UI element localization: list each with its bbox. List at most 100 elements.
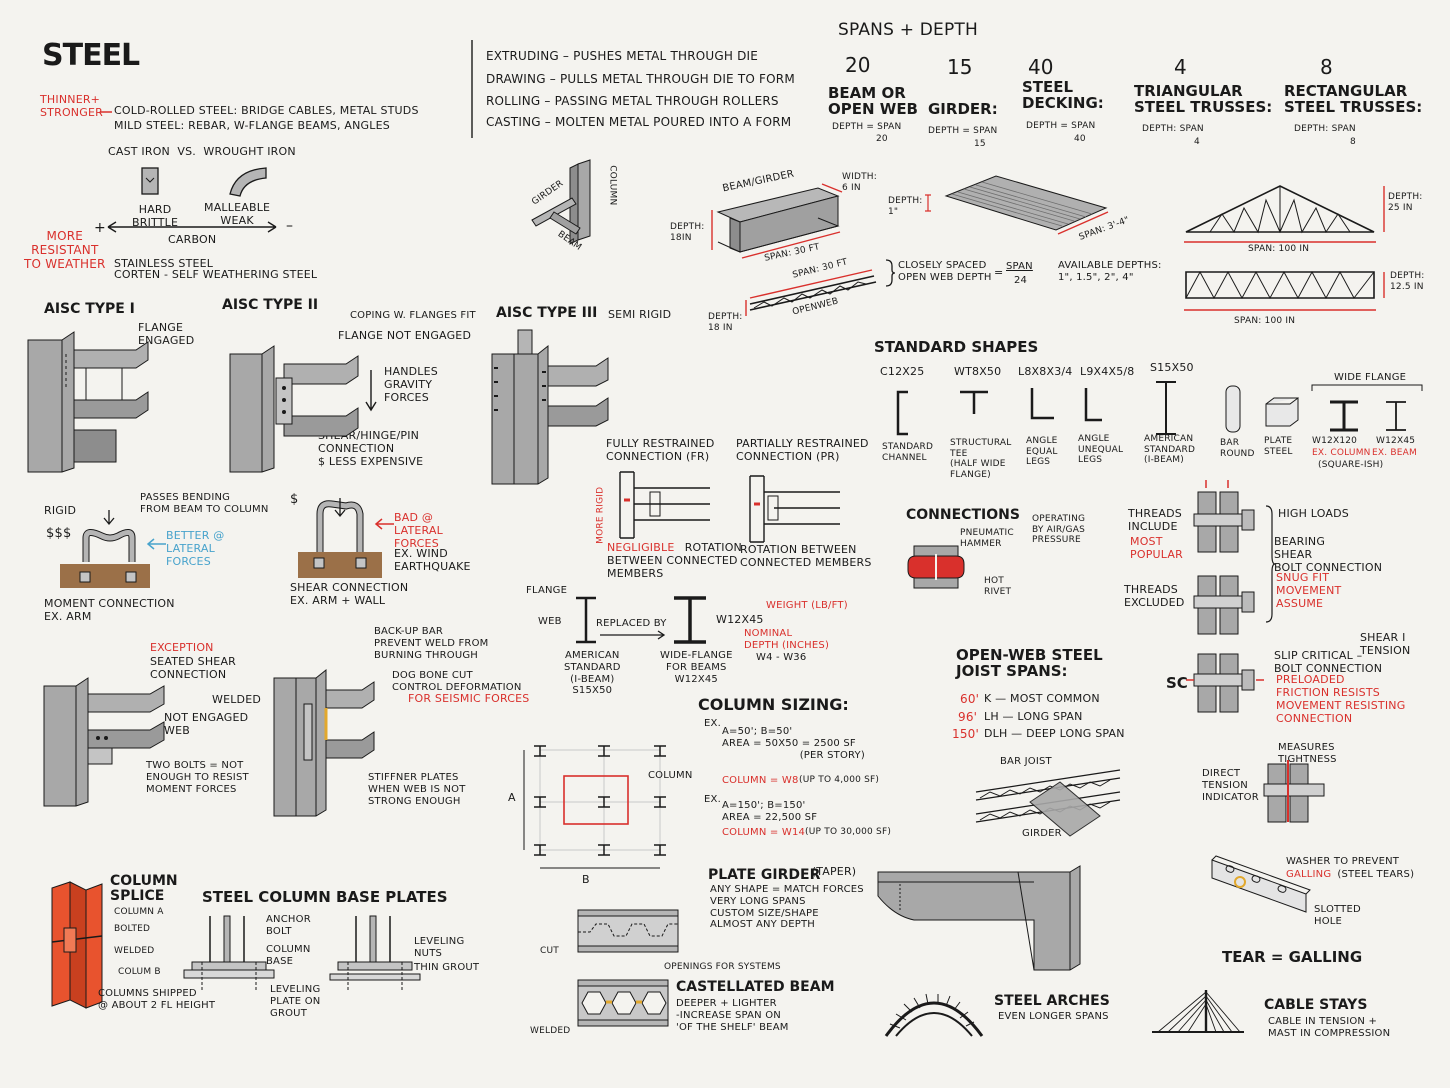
cast-iron-icon	[141, 167, 159, 195]
bad-arrow	[374, 518, 394, 530]
cable-stays-sub: CABLE IN TENSION + MAST IN COMPRESSION	[1268, 1016, 1391, 1039]
castellated-beam-diagram	[577, 979, 669, 1027]
openweb-num: SPAN	[1006, 261, 1033, 272]
joist-lh: LH — LONG SPAN	[984, 710, 1083, 723]
column-sizing-title: COLUMN SIZING:	[698, 695, 849, 714]
shear-dollar: $	[290, 492, 299, 507]
beam-girder-diagram	[711, 183, 843, 259]
grid-a-label: A	[508, 791, 516, 804]
web-label: WEB	[538, 616, 562, 627]
sc-label: SC	[1166, 674, 1188, 692]
process-drawing: DRAWING – PULLS METAL THROUGH DIE TO FOR…	[486, 72, 795, 86]
pneumatic-hammer-label: PNEUMATIC HAMMER	[960, 528, 1014, 549]
shape-name-plate: PLATE STEEL	[1264, 436, 1293, 457]
openweb-depth-label: DEPTH: 18 IN	[708, 312, 743, 333]
bearing-bolt-diagram-1	[1193, 480, 1255, 553]
aisc-semi-rigid: SEMI RIGID	[608, 308, 672, 321]
openings-label: OPENINGS FOR SYSTEMS	[664, 962, 781, 972]
thinner-bracket	[100, 111, 112, 113]
steel-deck-diagram	[944, 175, 1109, 235]
preloaded-label: PRELOADED FRICTION RESISTS MOVEMENT RESI…	[1276, 673, 1406, 725]
bearing-brace	[1265, 505, 1276, 623]
base-plates-title: STEEL COLUMN BASE PLATES	[202, 888, 448, 906]
triangular-truss-diagram	[1184, 185, 1385, 243]
exception-label: EXCEPTION	[150, 641, 214, 654]
square-ish-label: (SQUARE-ISH)	[1318, 460, 1384, 470]
more-resistant-label: MORE RESISTANT TO WEATHER	[24, 229, 106, 272]
col-ex2-note: (UP TO 30,000 SF)	[802, 827, 892, 837]
slotted-hole-label: SLOTTED HOLE	[1314, 904, 1361, 927]
castellated-cut-diagram	[577, 909, 679, 953]
tear-galling-label: TEAR = GALLING	[1222, 948, 1363, 966]
flange-engaged-label: FLANGE ENGAGED	[138, 321, 195, 347]
span-rect-truss-den: 8	[1350, 137, 1356, 147]
welded-connection-diagram	[273, 668, 375, 817]
washer-label: WASHER TO PREVENT	[1286, 856, 1400, 867]
joist-girder-label: GIRDER	[1022, 828, 1062, 839]
slip-critical-bolt-diagram	[1186, 653, 1264, 713]
spans-title: SPANS + DEPTH	[838, 20, 978, 40]
joist-span-150: 150'	[952, 727, 980, 741]
deck-available-depths: AVAILABLE DEPTHS: 1", 1.5", 2", 4"	[1058, 260, 1162, 283]
hard-brittle-label: HARD BRITTLE	[132, 203, 179, 229]
operating-label: OPERATING BY AIR/GAS PRESSURE	[1032, 514, 1086, 546]
span-tri-truss-name: TRIANGULAR STEEL TRUSSES:	[1134, 82, 1273, 116]
shape-name-angle-unequal: ANGLE UNEQUAL LEGS	[1078, 434, 1124, 466]
seismic-label: FOR SEISMIC FORCES	[408, 692, 530, 705]
handles-gravity-arrow	[365, 370, 377, 412]
aisc-type1-diagram	[27, 331, 149, 473]
col-ex2-text: A=150'; B=150' AREA = 22,500 SF	[722, 800, 818, 823]
shape-name-w12x45: W12x45	[1376, 436, 1416, 446]
beam-depth-label: DEPTH: 18IN	[670, 222, 705, 243]
high-loads-label: HIGH LOADS	[1278, 507, 1349, 520]
openweb-brace	[885, 259, 896, 287]
base-plate-1-diagram	[183, 915, 275, 992]
joint-column-label: COLUMN	[607, 165, 618, 206]
joist-k: K — MOST COMMON	[984, 692, 1100, 705]
measures-tightness-label: MEASURES TIGHTNESS	[1278, 742, 1337, 765]
most-popular-label: MOST POPULAR	[1130, 535, 1183, 561]
process-rolling: ROLLING – PASSING METAL THROUGH ROLLERS	[486, 94, 779, 108]
shape-name-angle-equal: ANGLE EQUAL LEGS	[1026, 436, 1058, 468]
thin-grout-label: THIN GROUT	[414, 962, 480, 973]
span-rect-truss-name: RECTANGULAR STEEL TRUSSES:	[1284, 82, 1423, 116]
column-splice-diagram	[51, 881, 103, 1009]
shape-name-bar: BAR ROUND	[1220, 438, 1255, 459]
span-20: 20	[845, 53, 871, 77]
shape-code-l9: L9x4x5/8	[1080, 365, 1135, 378]
steel-tears-label: (STEEL TEARS)	[1334, 869, 1415, 880]
seated-connection-diagram	[43, 677, 165, 807]
hot-rivet-label: HOT RIVET	[984, 576, 1012, 597]
two-bolts-label: TWO BOLTS = NOT ENOUGH TO RESIST MOMENT …	[146, 760, 249, 795]
deck-depth-marker	[925, 194, 931, 212]
span-girder-depth: DEPTH = SPAN	[928, 126, 998, 136]
moment-connection-diagram	[60, 510, 150, 588]
more-rigid-label: MORE RIGID	[595, 486, 606, 544]
shape-name-american: AMERICAN STANDARD (I-BEAM)	[1144, 434, 1196, 466]
leveling-plate-label: LEVELING PLATE ON GROUT	[270, 984, 321, 1019]
columns-shipped-label: COLUMNS SHIPPED @ ABOUT 2 FL HEIGHT	[98, 988, 216, 1011]
standard-shapes-row	[896, 381, 1406, 436]
anchor-bolt-label: ANCHOR BOLT	[266, 914, 311, 937]
beam-column-joint-sketch	[531, 159, 591, 245]
wide-flange-bracket	[1311, 384, 1423, 391]
grid-b-label: B	[582, 873, 590, 886]
carbon-label: CARBON	[168, 233, 217, 246]
col-ex1-note: (UP TO 4,000 SF)	[796, 775, 880, 785]
moment-connection-label: MOMENT CONNECTION EX. ARM	[44, 597, 175, 623]
rigid-dollars: $$$	[46, 526, 72, 541]
col-ex1: EX.	[704, 718, 721, 729]
welded-label: WELDED	[212, 693, 262, 706]
grid-column-label: COLUMN	[648, 770, 693, 781]
aisc-type3-diagram	[491, 329, 609, 485]
col-ex2: EX.	[704, 794, 721, 805]
rect-truss-depth: DEPTH: 12.5 IN	[1390, 271, 1425, 292]
cold-rolled-text: COLD-ROLLED STEEL: BRIDGE CABLES, METAL …	[114, 104, 419, 117]
flange-label: FLANGE	[526, 585, 568, 596]
process-extruding: EXTRUDING – PUSHES METAL THROUGH DIE	[486, 49, 759, 63]
rigid-label: RIGID	[44, 504, 77, 517]
cable-stays-title: CABLE STAYS	[1264, 997, 1368, 1013]
weight-label: WEIGHT (LB/FT)	[766, 600, 848, 611]
col-ex1-text: A=50'; B=50' AREA = 50x50 = 2500 SF (PER…	[722, 726, 865, 761]
castellated-body: DEEPER + LIGHTER -INCREASE SPAN ON 'OF T…	[676, 998, 789, 1033]
